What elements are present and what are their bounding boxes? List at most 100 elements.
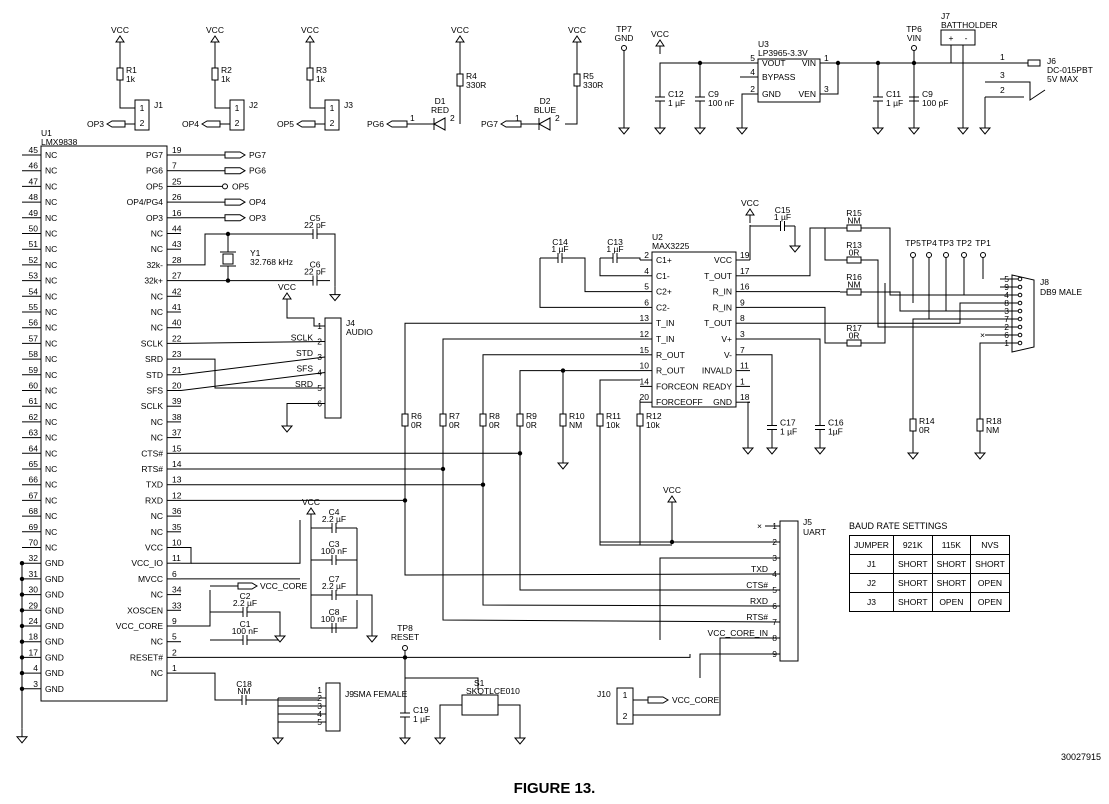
wire [310, 595, 358, 629]
u1-pin-name: GND [45, 574, 64, 584]
u1-pin-number: 24 [29, 616, 39, 626]
wire [659, 62, 744, 78]
capacitor-value: 1 µF [886, 98, 903, 108]
u1-pin-number: 26 [172, 192, 182, 202]
ground-icon [273, 635, 287, 643]
u1-pin-name: NC [151, 229, 163, 239]
u1-pin-name: 32k+ [144, 276, 163, 286]
wire [824, 228, 840, 261]
u2-pin-number: 4 [644, 266, 649, 276]
junction-dot [225, 231, 231, 237]
u1-pin-number: 13 [172, 475, 182, 485]
j1-jumper-body [134, 99, 150, 131]
u2-pin-name: R_IN [713, 287, 732, 297]
u2-pin-number: 15 [640, 345, 650, 355]
wire [868, 291, 1000, 312]
u1-pin-number: 1 [172, 663, 177, 673]
vcc-arrow-icon [306, 507, 316, 515]
u2-pin-name: C2+ [656, 287, 672, 297]
u1-pin-number: 36 [172, 506, 182, 516]
j3-jumper-body [324, 99, 340, 131]
u1-pin-number: 63 [29, 428, 39, 438]
u1-pin-name: NC [45, 448, 57, 458]
ground-icon [328, 294, 342, 302]
u1-pin-number: 62 [29, 412, 39, 422]
db9-pin-icon [1017, 332, 1023, 338]
jumper-pin-number: 1 [235, 103, 240, 113]
u1-pin-name: VCC_IO [131, 558, 163, 568]
u1-pin-number: 64 [29, 443, 39, 453]
s1-value: SKQTLCE010 [466, 686, 520, 696]
u2-pin-name: VCC [714, 255, 732, 265]
db9-pin-icon [1017, 276, 1023, 282]
u2-body [651, 251, 737, 408]
u1-pin-name: SRD [145, 354, 163, 364]
net-label: OP5 [232, 181, 249, 191]
u1-pin-number: 16 [172, 208, 182, 218]
wire [750, 306, 840, 344]
baud-cell: SHORT [892, 554, 933, 574]
j5-net-label: VCC_CORE_IN [708, 628, 768, 638]
j4-connector-body [324, 317, 342, 419]
resistor-ref: R13 [846, 240, 862, 250]
u1-pin-name: NC [45, 543, 57, 553]
u1-pin-number: 9 [172, 616, 177, 626]
j4-net-label: SRD [295, 379, 313, 389]
jumper-pin-number: 1 [140, 103, 145, 113]
wire [482, 440, 781, 607]
wire [442, 338, 640, 400]
u1-pin-name: MVCC [138, 574, 163, 584]
u2-pin-name: R_OUT [656, 350, 685, 360]
u1-pin-number: 38 [172, 412, 182, 422]
u1-pin-name: NC [151, 668, 163, 678]
capacitor-value: 2.2 µF [233, 598, 257, 608]
net-flag-icon [500, 120, 522, 128]
junction-dot [225, 278, 231, 283]
capacitor-ref: C5 [310, 213, 321, 223]
u3-pin-number: 5 [750, 53, 755, 63]
resistor-ref: R12 [646, 411, 662, 421]
net-label: VCC_CORE [672, 695, 720, 705]
capacitor-ref: C12 [668, 89, 684, 99]
vcc-label: VCC [278, 282, 296, 292]
db9-pin-icon [1017, 292, 1023, 298]
capacitor-ref: C18 [236, 679, 252, 689]
u1-pin-number: 40 [172, 318, 182, 328]
capacitor-value: 1 µF [606, 244, 623, 254]
baud-cell: SHORT [970, 554, 1010, 574]
wire [270, 611, 281, 628]
u1-pin-name: STD [146, 370, 163, 380]
s1-pushbutton-body [461, 694, 499, 716]
u1-pin-number: 60 [29, 381, 39, 391]
vcc-arrow-icon [667, 495, 677, 503]
u1-pin-name: CTS# [141, 448, 163, 458]
j6-value: DC-015PBT [1047, 65, 1093, 75]
u1-pin-number: 25 [172, 176, 182, 186]
j6-ref: J6 [1047, 56, 1056, 66]
j7-battery-holder-body [940, 29, 976, 46]
baud-cell: OPEN [970, 573, 1010, 593]
ground-icon [513, 737, 527, 745]
u1-pin-number: 14 [172, 459, 182, 469]
u1-pin-number: 17 [29, 647, 39, 657]
u1-pin-name: NC [45, 244, 57, 254]
baud-rate-settings-table: BAUD RATE SETTINGS JUMPER 921K 115K NVS … [849, 521, 1010, 612]
u2-pin-number: 6 [644, 297, 649, 307]
capacitor-value: 1 µF [668, 98, 685, 108]
wire [181, 440, 521, 454]
test-point-label: TP5 [905, 238, 921, 248]
capacitor-ref: C3 [329, 539, 340, 549]
jumper-pin-number: 2 [330, 118, 335, 128]
resistor-r14 [909, 418, 917, 432]
vcc-label: VCC [301, 25, 319, 35]
u1-pin-name: NC [45, 307, 57, 317]
resistor-r10 [559, 413, 567, 427]
u1-pin-number: 67 [29, 490, 39, 500]
u1-pin-number: 34 [172, 585, 182, 595]
wire [565, 110, 578, 125]
wire [834, 63, 839, 95]
vcc-arrow-icon [210, 35, 220, 43]
db9-pin-icon [1017, 308, 1023, 314]
u2-pin-number: 8 [740, 313, 745, 323]
j6-note: 5V MAX [1047, 74, 1079, 84]
